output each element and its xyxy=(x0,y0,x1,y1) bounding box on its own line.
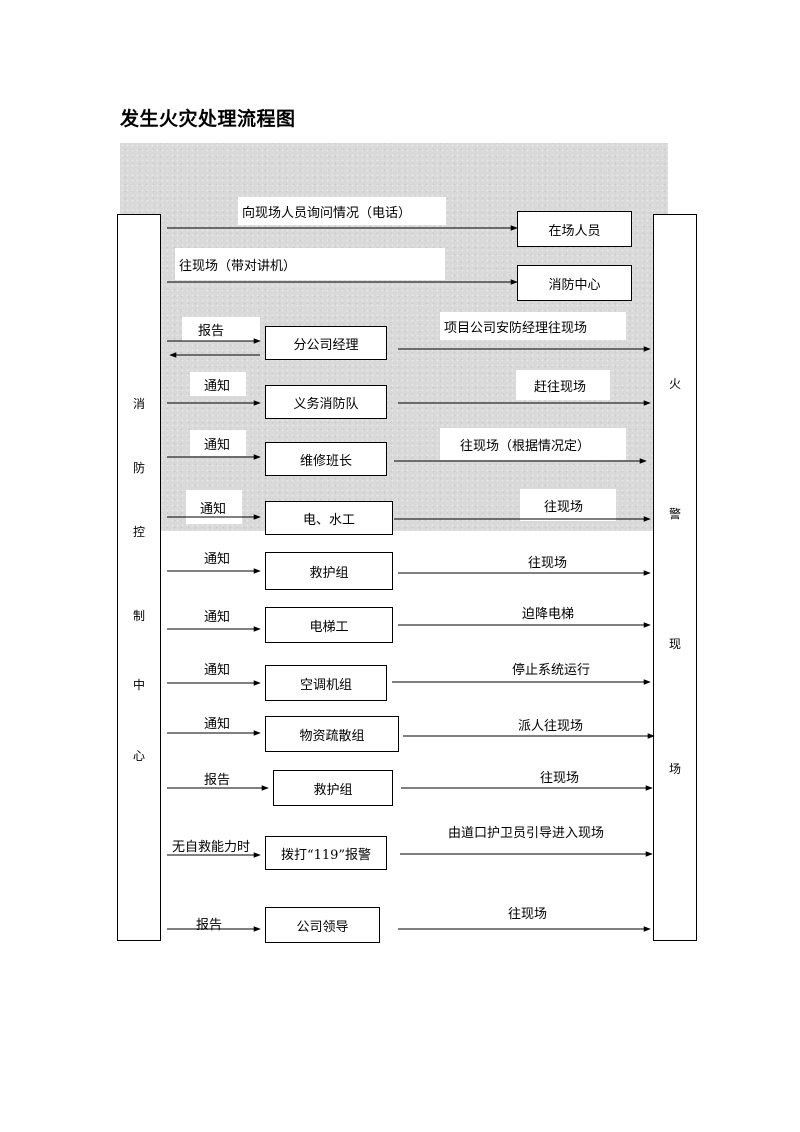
left-column-char: 制 xyxy=(132,609,145,623)
left-column-char: 消 xyxy=(132,397,145,411)
right-label: 派人往现场 xyxy=(518,718,584,734)
left-label: 无自救能力时 xyxy=(172,839,251,855)
right-label: 往现场（根据情况定） xyxy=(440,428,626,460)
left-label: 报告 xyxy=(204,772,231,788)
left-column-char: 中 xyxy=(132,678,145,692)
right-label: 项目公司安防经理往现场 xyxy=(440,312,626,340)
node-maintenance-leader: 维修班长 xyxy=(265,442,387,476)
right-label: 赶往现场 xyxy=(516,370,610,400)
right-label: 停止系统运行 xyxy=(512,662,591,678)
left-label: 通知 xyxy=(204,716,231,732)
left-label: 通知 xyxy=(204,662,231,678)
node-company-leadership: 公司领导 xyxy=(265,907,380,943)
left-label: 通知 xyxy=(204,609,231,625)
node-elevator-worker: 电梯工 xyxy=(265,607,393,643)
left-label: 通知 xyxy=(190,430,246,456)
left-column-char: 控 xyxy=(132,525,145,539)
right-label: 往现场 xyxy=(520,489,616,521)
node-evacuation-team: 物资疏散组 xyxy=(265,716,399,752)
node-electric-water-workers: 电、水工 xyxy=(265,501,393,535)
node-branch-manager: 分公司经理 xyxy=(265,326,387,360)
top-row-label: 向现场人员询问情况（电话） xyxy=(238,197,446,225)
top-row-label: 往现场（带对讲机） xyxy=(175,248,445,280)
left-column-char: 心 xyxy=(132,749,145,763)
right-label: 由道口护卫员引导进入现场 xyxy=(448,825,605,841)
node-rescue-team: 救护组 xyxy=(265,552,393,590)
node-fire-center: 消防中心 xyxy=(517,265,632,301)
right-column-char: 警 xyxy=(668,507,681,521)
right-label: 往现场 xyxy=(540,770,580,786)
right-column-char: 火 xyxy=(668,377,681,391)
left-column-char: 防 xyxy=(132,461,145,475)
left-label: 通知 xyxy=(190,372,246,396)
page-title: 发生火灾处理流程图 xyxy=(120,108,296,130)
fire-scene-column: 火 警 现 场 xyxy=(653,214,697,941)
right-label: 迫降电梯 xyxy=(522,606,575,622)
right-label: 往现场 xyxy=(528,555,568,571)
right-column-char: 场 xyxy=(668,762,681,776)
right-column-char: 现 xyxy=(668,637,681,651)
left-label: 报告 xyxy=(182,317,260,341)
left-label: 通知 xyxy=(186,490,242,524)
left-label: 通知 xyxy=(204,551,231,567)
node-on-site-personnel: 在场人员 xyxy=(517,211,632,247)
node-hvac-unit: 空调机组 xyxy=(265,665,387,701)
right-label: 往现场 xyxy=(508,906,548,922)
node-rescue-team-2: 救护组 xyxy=(273,770,393,806)
node-volunteer-fire-team: 义务消防队 xyxy=(265,385,387,419)
node-call-119: 拨打“119”报警 xyxy=(265,836,387,870)
fire-control-center-column: 消 防 控 制 中 心 xyxy=(117,214,161,941)
